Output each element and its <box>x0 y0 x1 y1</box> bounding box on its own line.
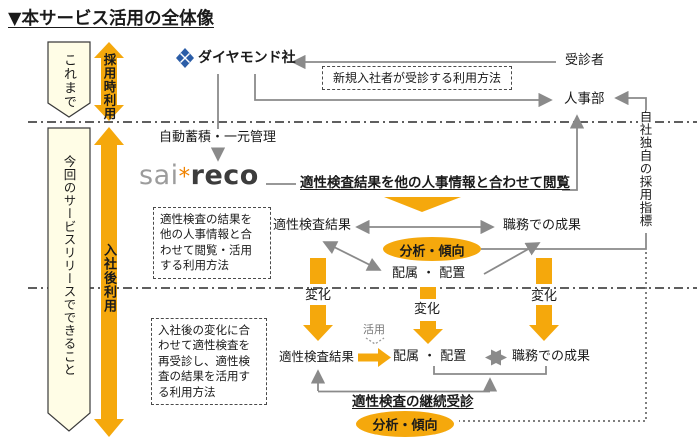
assignment-label-2: 配属 ・ 配置 <box>393 349 467 364</box>
post-join-usage-arrow <box>94 127 124 437</box>
utilize-dashed-chevron <box>365 337 385 345</box>
feedback-dotted-lines <box>459 252 647 422</box>
analysis-ellipse-2 <box>356 411 454 437</box>
change-label-3: 変化 <box>531 289 558 304</box>
change-arrow-2-head <box>413 321 443 344</box>
hiring-usage-arrow <box>94 42 124 121</box>
emphasis-triangle <box>384 197 461 212</box>
analysis-trend-label-1: 分析・傾向 <box>399 244 465 260</box>
retake-method-box: 入社後の変化に合 わせて適性検査を 再受診し、適性検 査の結果を活用す る利用方… <box>151 318 267 406</box>
analysis-ellipse-1 <box>383 237 481 261</box>
saireco-logo-reco: reco <box>190 160 259 191</box>
change-arrow-1-head <box>303 305 333 341</box>
continuous-exam-label: 適性検査の継続受診 <box>352 394 474 410</box>
connector-lines <box>210 54 647 393</box>
change-arrow-3-head <box>529 305 559 341</box>
change-arrow-1-bar <box>310 258 326 284</box>
phase-divider-lines <box>28 121 697 289</box>
change-arrow-2-bar <box>420 287 436 299</box>
job-performance-label-1: 職務での成果 <box>503 218 582 233</box>
own-hiring-index-label: 自社独自の採用指標 <box>637 110 653 227</box>
company-label: ダイヤモンド社 <box>198 50 296 66</box>
change-label-1: 変化 <box>305 288 332 303</box>
auto-accumulate-label: 自動蓄積・一元管理 <box>159 130 277 145</box>
saireco-logo-star-icon: * <box>178 164 191 190</box>
aptitude-result-label-2: 適性検査結果 <box>279 349 355 364</box>
hr-department-label: 人事部 <box>564 91 605 107</box>
job-performance-label-2: 職務での成果 <box>512 349 591 364</box>
view-use-method-box: 適性検査の結果を 他の人事情報と合 わせて閲覧・活用 する利用方法 <box>153 207 271 279</box>
past-banner-label: これまで <box>61 53 76 109</box>
hiring-usage-label: 採用時利用 <box>101 53 117 121</box>
current-banner-shape <box>47 127 91 432</box>
diamond-logo-icon <box>176 48 194 68</box>
orange-shapes <box>94 42 559 437</box>
timeline-banners <box>47 41 91 432</box>
change-label-2: 変化 <box>414 302 441 317</box>
analysis-trend-label-2: 分析・傾向 <box>372 418 438 434</box>
current-banner-label: 今回のサービスリリースでできること <box>61 155 77 376</box>
utilize-right-arrow <box>358 348 391 367</box>
new-hire-method-box: 新規入社者が受診する利用方法 <box>322 66 513 91</box>
change-arrow-3-bar <box>536 258 552 284</box>
post-join-usage-label: 入社後利用 <box>101 243 116 313</box>
assignment-label-1: 配属 ・ 配置 <box>392 266 466 281</box>
aptitude-result-label-1: 適性検査結果 <box>273 218 352 233</box>
past-banner-shape <box>47 41 91 118</box>
saireco-logo: sai*reco <box>139 160 259 191</box>
utilize-label: 活用 <box>363 323 385 336</box>
view-with-hr-info-label: 適性検査結果を他の人事情報と合わせて閲覧 <box>300 175 570 191</box>
page-title: ▼本サービス活用の全体像 <box>8 9 214 29</box>
saireco-logo-sai: sai <box>139 160 179 191</box>
examinee-label: 受診者 <box>565 53 605 68</box>
